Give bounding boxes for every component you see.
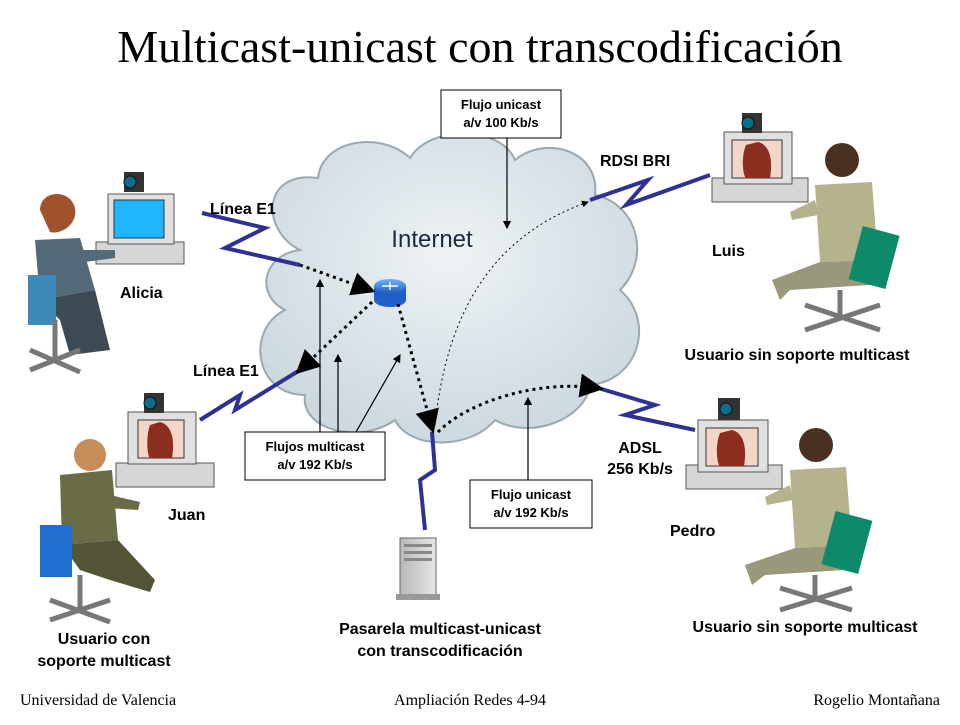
monitor-screen-icon xyxy=(113,199,165,239)
flow-alicia-router xyxy=(299,263,376,296)
router-icon xyxy=(374,279,406,307)
link-pedro xyxy=(597,386,696,432)
link-alicia xyxy=(201,211,301,267)
gateway-caption-2: con transcodificación xyxy=(357,643,522,660)
user-name-pedro: Pedro xyxy=(670,523,716,540)
footer-left: Universidad de Valencia xyxy=(20,692,176,709)
footer-right: Rogelio Montañana xyxy=(813,692,940,709)
flow-gateway-luis xyxy=(434,200,589,426)
alicia-person-icon xyxy=(28,193,115,375)
pointer-arrows xyxy=(315,138,533,480)
link-label-pedro-2: 256 Kb/s xyxy=(607,461,673,478)
flow-router-gateway xyxy=(396,303,439,434)
pedro-workstation xyxy=(685,398,783,490)
box-unicast-100-line1: Flujo unicast xyxy=(461,97,542,112)
flow-router-juan xyxy=(295,300,374,375)
gateway-caption-1: Pasarela multicast-unicast xyxy=(339,621,542,638)
flow-gateway-pedro xyxy=(436,373,604,434)
box-unicast-100: Flujo unicast a/v 100 Kb/s xyxy=(440,89,562,139)
link-juan xyxy=(198,368,302,422)
box-unicast-192-line2: a/v 192 Kb/s xyxy=(493,505,568,520)
caption-juan-1: Usuario con xyxy=(58,631,150,648)
juan-person-icon xyxy=(40,439,155,625)
internet-cloud: Internet xyxy=(259,132,641,444)
user-name-alicia: Alicia xyxy=(120,285,163,302)
caption-luis: Usuario sin soporte multicast xyxy=(685,347,911,364)
luis-person-icon xyxy=(772,143,900,333)
pedro-person-icon xyxy=(745,428,873,613)
user-name-luis: Luis xyxy=(712,243,745,260)
juan-workstation xyxy=(115,393,215,488)
multicast-flows xyxy=(295,263,604,434)
user-name-juan: Juan xyxy=(168,507,205,524)
box-unicast-192-line1: Flujo unicast xyxy=(491,487,572,502)
links xyxy=(198,173,711,531)
box-unicast-192: Flujo unicast a/v 192 Kb/s xyxy=(469,479,593,529)
alicia-workstation xyxy=(95,172,185,265)
luis-workstation xyxy=(711,113,809,203)
link-luis xyxy=(589,173,711,210)
box-unicast-100-line2: a/v 100 Kb/s xyxy=(463,115,538,130)
box-multicast-192: Flujos multicast a/v 192 Kb/s xyxy=(244,431,386,481)
box-multicast-192-line1: Flujos multicast xyxy=(266,439,366,454)
box-multicast-192-line2: a/v 192 Kb/s xyxy=(277,457,352,472)
footer-center: Ampliación Redes 4-94 xyxy=(394,692,546,709)
link-label-juan: Línea E1 xyxy=(193,363,259,380)
link-label-alicia: Línea E1 xyxy=(210,201,276,218)
link-label-luis: RDSI BRI xyxy=(600,153,670,170)
caption-pedro: Usuario sin soporte multicast xyxy=(693,619,919,636)
page-title: Multicast-unicast con transcodificación xyxy=(117,21,843,72)
link-gateway xyxy=(417,431,438,531)
link-label-pedro-1: ADSL xyxy=(618,440,662,457)
server-icon xyxy=(396,537,440,600)
cloud-label: Internet xyxy=(391,226,473,253)
caption-juan-2: soporte multicast xyxy=(37,653,171,670)
